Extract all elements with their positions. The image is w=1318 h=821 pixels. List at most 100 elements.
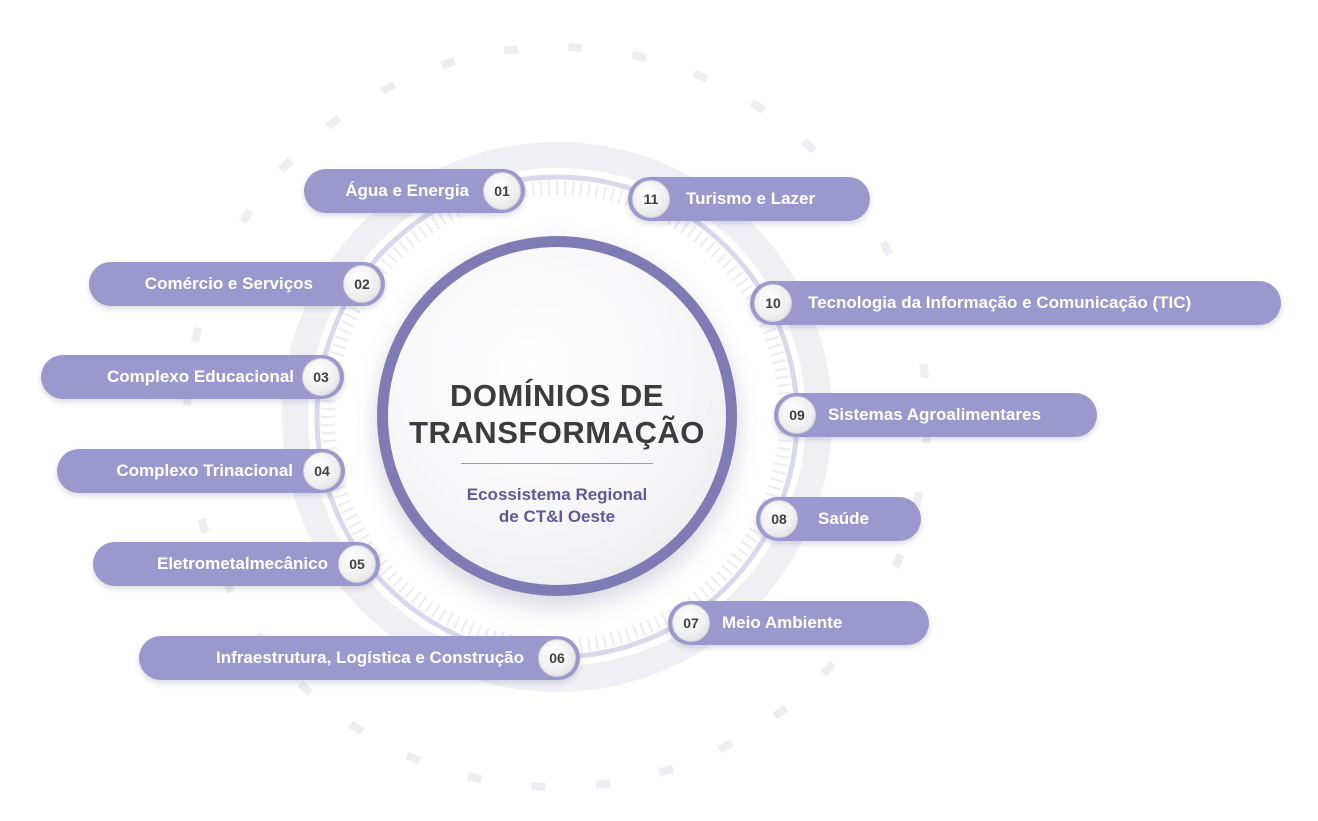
dash-mark bbox=[405, 751, 422, 765]
tick-mark bbox=[765, 491, 780, 499]
tick-mark bbox=[594, 635, 599, 650]
center-subtitle-line-2: de CT&I Oeste bbox=[498, 507, 616, 526]
domain-pill-02[interactable]: Comércio e Serviços 02 bbox=[89, 262, 385, 306]
tick-mark bbox=[710, 575, 722, 588]
tick-mark bbox=[609, 187, 616, 202]
tick-mark bbox=[617, 630, 624, 645]
center-circle-face: DOMÍNIOS DE TRANSFORMAÇÃO Ecossistema Re… bbox=[388, 247, 726, 585]
domain-pill-01[interactable]: Água e Energia 01 bbox=[304, 169, 525, 213]
domain-pill-11[interactable]: 11 Turismo e Lazer bbox=[628, 177, 870, 221]
tick-mark bbox=[321, 399, 336, 403]
tick-mark bbox=[624, 627, 631, 642]
domain-pill-03[interactable]: Complexo Educacional 03 bbox=[41, 355, 344, 399]
domain-pill-04[interactable]: Complexo Trinacional 04 bbox=[57, 449, 345, 493]
center-subtitle-line-1: Ecossistema Regional bbox=[466, 485, 648, 504]
tick-mark bbox=[773, 462, 789, 468]
tick-mark bbox=[375, 264, 388, 276]
tick-mark bbox=[765, 335, 780, 343]
dash-mark bbox=[879, 240, 894, 257]
tick-mark bbox=[653, 616, 662, 630]
tick-mark bbox=[380, 564, 393, 576]
tick-mark bbox=[586, 183, 591, 198]
tick-mark bbox=[340, 320, 355, 328]
tick-mark bbox=[602, 185, 608, 201]
dash-mark bbox=[658, 764, 674, 777]
tick-mark bbox=[594, 184, 599, 199]
tick-mark bbox=[579, 637, 583, 652]
tick-mark bbox=[531, 182, 535, 197]
tick-mark bbox=[617, 189, 624, 204]
domain-pill-10[interactable]: 10 Tecnologia da Informação e Comunicaçã… bbox=[750, 281, 1281, 325]
tick-mark bbox=[352, 527, 366, 536]
domain-pill-06[interactable]: Infraestrutura, Logística e Construção 0… bbox=[139, 636, 580, 680]
dash-mark bbox=[568, 43, 583, 52]
tick-mark bbox=[348, 305, 362, 314]
tick-mark bbox=[344, 312, 358, 321]
dash-mark bbox=[348, 720, 365, 735]
tick-mark bbox=[631, 625, 639, 640]
domain-label-01: Água e Energia bbox=[345, 181, 469, 200]
tick-mark bbox=[773, 366, 789, 372]
domain-pill-07[interactable]: 07 Meio Ambiente bbox=[668, 601, 929, 645]
tick-mark bbox=[710, 246, 722, 259]
dash-mark bbox=[631, 50, 648, 62]
tick-mark bbox=[776, 446, 791, 451]
tick-mark bbox=[731, 270, 744, 282]
center-title-line-1: DOMÍNIOS DE bbox=[450, 378, 664, 413]
tick-mark bbox=[340, 506, 355, 514]
tick-mark bbox=[392, 575, 404, 588]
tick-mark bbox=[386, 252, 399, 264]
tick-mark bbox=[329, 350, 344, 357]
dash-mark bbox=[190, 326, 202, 343]
tick-mark bbox=[602, 633, 608, 649]
center-title-line-2: TRANSFORMAÇÃO bbox=[409, 415, 705, 450]
tick-mark bbox=[321, 431, 336, 435]
tick-mark bbox=[726, 558, 739, 570]
domain-pill-09[interactable]: 09 Sistemas Agroalimentares bbox=[774, 393, 1097, 437]
dash-mark bbox=[692, 69, 709, 83]
tick-mark bbox=[410, 230, 422, 243]
dash-mark bbox=[440, 57, 456, 70]
dash-mark bbox=[919, 363, 929, 379]
tick-mark bbox=[337, 327, 352, 335]
tick-mark bbox=[322, 439, 337, 443]
dash-mark bbox=[380, 80, 397, 95]
domain-label-07: Meio Ambiente bbox=[722, 613, 843, 632]
domain-number-badge-06: 06 bbox=[538, 639, 576, 677]
domain-label-09: Sistemas Agroalimentares bbox=[828, 405, 1041, 424]
tick-mark bbox=[404, 586, 416, 599]
dash-mark bbox=[503, 45, 519, 55]
dash-mark bbox=[239, 208, 254, 225]
tick-mark bbox=[445, 612, 454, 626]
domain-number-badge-01: 01 bbox=[483, 172, 521, 210]
domain-number-badge-05: 05 bbox=[338, 545, 376, 583]
tick-mark bbox=[715, 570, 728, 582]
dash-mark bbox=[749, 99, 766, 114]
dash-mark bbox=[531, 782, 546, 791]
domain-label-06: Infraestrutura, Logística e Construção bbox=[216, 648, 524, 667]
domain-label-10: Tecnologia da Informação e Comunicação (… bbox=[808, 293, 1192, 312]
tick-mark bbox=[417, 225, 428, 238]
tick-mark bbox=[660, 612, 669, 626]
tick-mark bbox=[767, 343, 782, 350]
tick-mark bbox=[404, 235, 416, 248]
tick-mark bbox=[772, 358, 787, 365]
tick-mark bbox=[431, 604, 441, 618]
tick-mark bbox=[767, 484, 782, 491]
tick-mark bbox=[344, 513, 358, 522]
tick-mark bbox=[744, 533, 758, 543]
domain-pill-08[interactable]: 08 Saúde bbox=[756, 497, 921, 541]
domain-number-badge-11: 11 bbox=[632, 180, 670, 218]
domain-label-03: Complexo Educacional bbox=[106, 367, 294, 386]
tick-mark bbox=[775, 375, 790, 380]
tick-mark bbox=[704, 581, 716, 594]
center-circle: DOMÍNIOS DE TRANSFORMAÇÃO Ecossistema Re… bbox=[377, 236, 737, 596]
dash-mark bbox=[466, 772, 483, 784]
tick-mark bbox=[777, 439, 792, 443]
domain-number-badge-03: 03 bbox=[302, 358, 340, 396]
tick-mark bbox=[748, 527, 762, 536]
tick-mark bbox=[775, 454, 790, 459]
tick-mark bbox=[731, 552, 744, 564]
domain-pill-05[interactable]: Eletrometalmecânico 05 bbox=[93, 542, 380, 586]
